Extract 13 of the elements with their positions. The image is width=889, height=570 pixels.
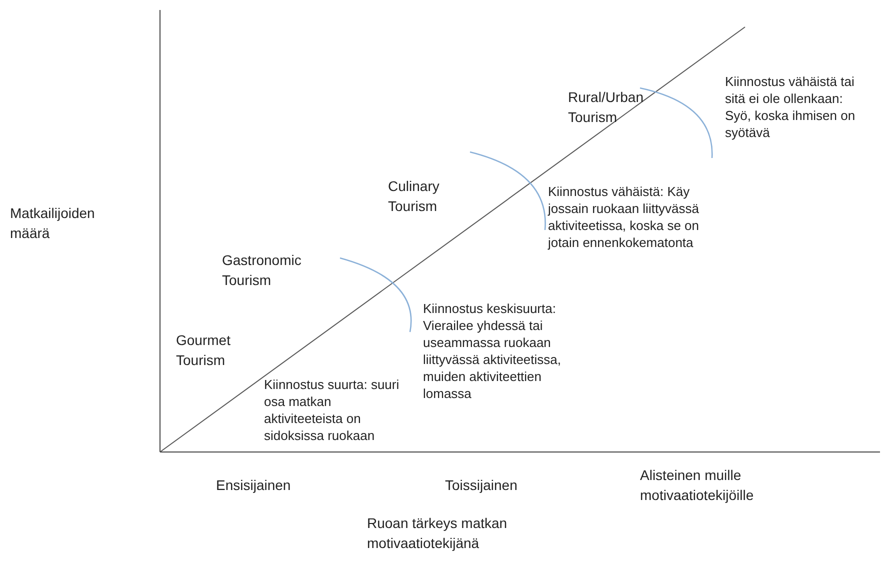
description-text: Kiinnostus vähäistä tai sitä ei ole ollenkaan: Syö, koska ihmisen on syötävä: [725, 73, 856, 141]
axis-title: Matkailijoiden määrä: [10, 204, 96, 243]
category-label: Gourmet Tourism: [176, 331, 232, 370]
description-text: Kiinnostus suurta: suuri osa matkan aktiviteeteista on sidoksissa ruokaan: [264, 376, 400, 444]
category-label: Rural/Urban Tourism: [568, 88, 644, 127]
axis-title: Ruoan tärkeys matkan motivaatiotekijänä: [367, 514, 508, 553]
axis-tick-label: Toissijainen: [445, 476, 518, 495]
axis-tick-label: Ensisijainen: [216, 476, 292, 495]
description-text: Kiinnostus vähäistä: Käy jossain ruokaan liittyvässä aktiviteetissa, koska se on jotain ennenkokematonta: [548, 183, 700, 251]
category-label: Gastronomic Tourism: [222, 251, 302, 290]
category-label: Culinary Tourism: [388, 177, 440, 216]
axis-tick-label: Alisteinen muille motivaatiotekijöille: [640, 466, 755, 505]
description-text: Kiinnostus keskisuurta: Vierailee yhdessä tai useammassa ruokaan liittyvässä aktiviteetissa, muiden aktiviteettien lomassa: [423, 300, 562, 402]
